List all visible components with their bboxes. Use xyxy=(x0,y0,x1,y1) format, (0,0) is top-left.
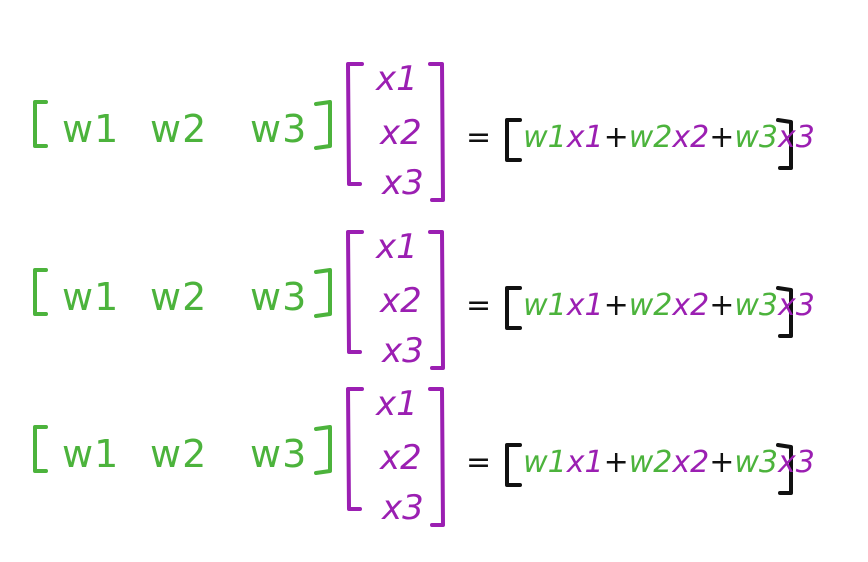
row-entry-w3: w3 xyxy=(250,275,308,319)
row-entry-w2: w2 xyxy=(150,107,208,151)
result-term-2-x: x2 xyxy=(672,120,710,155)
matrix-equation: w1 w2 w3 x1 x2 x3 =w1x1+w2x2+w3x3 xyxy=(0,385,868,535)
column-entry-x1: x1 xyxy=(376,227,418,267)
result-term-1-w: w1 xyxy=(523,120,567,155)
column-entry-x2: x2 xyxy=(380,281,422,321)
result-term-3-w: w3 xyxy=(734,288,778,323)
plus-sign-2: + xyxy=(709,288,735,323)
equals-sign: = xyxy=(466,445,492,480)
result-expression: =w1x1+w2x2+w3x3 xyxy=(466,291,815,321)
column-left-bracket xyxy=(346,62,364,186)
row-entry-w2: w2 xyxy=(150,432,208,476)
column-entry-x2: x2 xyxy=(380,113,422,153)
result-expression: =w1x1+w2x2+w3x3 xyxy=(466,123,815,153)
result-term-3-x: x3 xyxy=(777,120,815,155)
result-term-1-x: x1 xyxy=(566,288,604,323)
column-entry-x2: x2 xyxy=(380,438,422,478)
result-term-2-w: w2 xyxy=(628,445,673,480)
column-entry-x3: x3 xyxy=(382,488,424,528)
plus-sign-1: + xyxy=(603,120,629,155)
result-right-bracket xyxy=(776,118,793,170)
result-term-1-x: x1 xyxy=(566,120,604,155)
result-term-1-w: w1 xyxy=(523,288,567,323)
result-left-bracket xyxy=(505,118,522,162)
result-expression: =w1x1+w2x2+w3x3 xyxy=(466,448,815,478)
row-entry-w3: w3 xyxy=(250,107,308,151)
brackets-drawing xyxy=(33,230,793,370)
result-right-bracket xyxy=(776,443,793,495)
column-right-bracket xyxy=(428,62,445,202)
result-right-bracket xyxy=(776,286,793,338)
equals-sign: = xyxy=(466,120,492,155)
row-right-bracket xyxy=(314,425,332,475)
column-left-bracket xyxy=(346,387,364,511)
column-entry-x3: x3 xyxy=(382,163,424,203)
row-entry-w3: w3 xyxy=(250,432,308,476)
matrix-equation: w1 w2 w3 x1 x2 x3 =w1x1+w2x2+w3x3 xyxy=(0,60,868,210)
result-term-2-w: w2 xyxy=(628,288,673,323)
result-term-3-w: w3 xyxy=(734,445,778,480)
column-entry-x3: x3 xyxy=(382,331,424,371)
row-entry-w1: w1 xyxy=(62,107,120,151)
row-entry-w1: w1 xyxy=(62,432,120,476)
brackets-drawing xyxy=(33,62,793,202)
column-entry-x1: x1 xyxy=(376,59,418,99)
row-entry-w1: w1 xyxy=(62,275,120,319)
column-right-bracket xyxy=(428,387,445,527)
row-left-bracket xyxy=(33,100,48,148)
result-term-1-w: w1 xyxy=(523,445,567,480)
row-right-bracket xyxy=(314,100,332,150)
brackets-drawing xyxy=(33,387,793,527)
row-left-bracket xyxy=(33,268,48,316)
plus-sign-2: + xyxy=(709,445,735,480)
result-left-bracket xyxy=(505,286,522,330)
plus-sign-2: + xyxy=(709,120,735,155)
row-entry-w2: w2 xyxy=(150,275,208,319)
matrix-equation: w1 w2 w3 x1 x2 x3 =w1x1+w2x2+w3x3 xyxy=(0,228,868,378)
result-term-3-x: x3 xyxy=(777,288,815,323)
result-term-2-w: w2 xyxy=(628,120,673,155)
row-right-bracket xyxy=(314,268,332,318)
result-term-2-x: x2 xyxy=(672,445,710,480)
result-term-2-x: x2 xyxy=(672,288,710,323)
column-entry-x1: x1 xyxy=(376,384,418,424)
result-term-3-x: x3 xyxy=(777,445,815,480)
result-term-3-w: w3 xyxy=(734,120,778,155)
plus-sign-1: + xyxy=(603,288,629,323)
result-left-bracket xyxy=(505,443,522,487)
equals-sign: = xyxy=(466,288,492,323)
result-term-1-x: x1 xyxy=(566,445,604,480)
row-left-bracket xyxy=(33,425,48,473)
column-left-bracket xyxy=(346,230,364,354)
plus-sign-1: + xyxy=(603,445,629,480)
column-right-bracket xyxy=(428,230,445,370)
